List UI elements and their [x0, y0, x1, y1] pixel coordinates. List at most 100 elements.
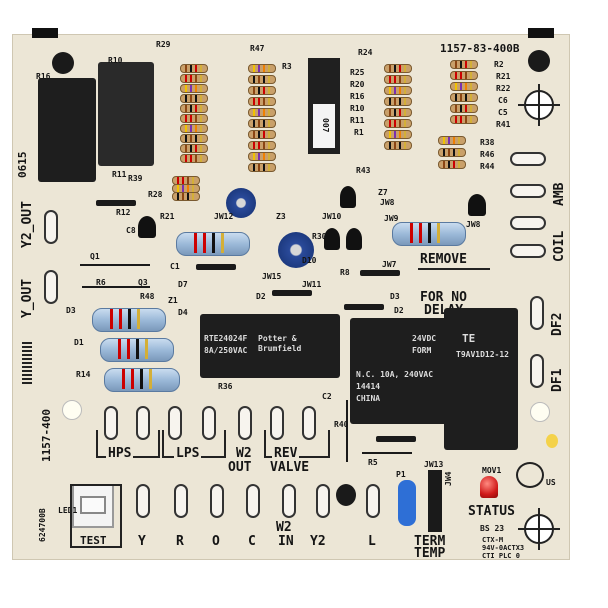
ref-r36: D3	[66, 306, 76, 315]
resistor-band	[458, 149, 460, 156]
ref-c5: C5	[498, 108, 508, 117]
resistor-band	[394, 76, 396, 83]
status-label: STATUS	[468, 504, 515, 519]
y2-terminal[interactable]	[316, 484, 330, 518]
resistor-band	[263, 98, 265, 105]
w2-in-terminal[interactable]	[282, 484, 296, 518]
lps-terminal-1[interactable]	[168, 406, 182, 440]
resistor-band	[185, 75, 187, 82]
ref-jw4: JW4	[444, 471, 453, 486]
resistor-band	[263, 153, 265, 160]
resistor-band	[136, 339, 139, 359]
resistor-band	[190, 135, 192, 142]
relay-k2-line3: Brumfield	[258, 344, 302, 353]
resistor-band	[195, 85, 197, 92]
diode-d5	[196, 264, 236, 270]
transistor-q3	[324, 228, 340, 250]
rev-label: REV	[272, 446, 300, 461]
resistor-band	[253, 65, 255, 72]
ref-k3: R11	[112, 170, 127, 179]
resistor-band	[258, 142, 260, 149]
ul-code-1: CTX-M	[482, 536, 504, 544]
c-terminal[interactable]	[246, 484, 260, 518]
lps-terminal-2[interactable]	[202, 406, 216, 440]
resistor-band	[195, 125, 197, 132]
ref-r30: JW9	[384, 214, 399, 223]
resistor-band	[389, 120, 391, 127]
y2-out-label: Y2_OUT	[20, 201, 35, 248]
rev-valve-terminal-2[interactable]	[302, 406, 316, 440]
resistor-band	[455, 105, 457, 112]
rev-valve-terminal-1[interactable]	[270, 406, 284, 440]
y2-out-terminal[interactable]	[44, 210, 58, 244]
ref-r20: R20	[350, 80, 365, 89]
resistor-band	[128, 309, 131, 329]
resistor	[248, 64, 276, 73]
y-terminal[interactable]	[136, 484, 150, 518]
resistor	[248, 86, 276, 95]
resistor	[180, 134, 208, 143]
ref-c1: R30	[312, 232, 327, 241]
df2-terminal[interactable]	[530, 296, 544, 330]
resistor-band	[404, 142, 406, 149]
resistor-band	[253, 153, 255, 160]
ref-d2: JW7	[382, 260, 397, 269]
ref-r22: R22	[496, 84, 511, 93]
l-terminal[interactable]	[366, 484, 380, 518]
valve-label: VALVE	[270, 460, 310, 475]
y-out-terminal[interactable]	[44, 270, 58, 304]
r-terminal[interactable]	[174, 484, 188, 518]
resistor-band	[200, 115, 202, 122]
resistor-band	[258, 164, 260, 171]
w2-out-terminal[interactable]	[238, 406, 252, 440]
term-label: TERM	[414, 534, 446, 549]
resistor-band	[460, 72, 462, 79]
resistor-band	[394, 65, 396, 72]
ref-c6: C6	[498, 96, 508, 105]
mounting-hole	[52, 52, 74, 74]
amb-terminal-2[interactable]	[510, 184, 546, 198]
resistor-band	[182, 177, 184, 184]
resistor-band	[453, 161, 455, 168]
resistor	[384, 108, 412, 117]
resistor-band	[185, 145, 187, 152]
relay-k1-voltage: 24VDC	[412, 334, 437, 343]
resistor-band	[131, 369, 134, 389]
resistor-band	[437, 223, 440, 243]
ref-r6: R8	[340, 268, 350, 277]
df1-terminal[interactable]	[530, 354, 544, 388]
header-p1[interactable]	[428, 470, 442, 532]
resistor-band	[394, 109, 396, 116]
hps-terminal-1[interactable]	[104, 406, 118, 440]
resistor-band	[185, 135, 187, 142]
resistor-band	[263, 131, 265, 138]
ref-d1: D2	[394, 306, 404, 315]
amb-terminal-1[interactable]	[510, 152, 546, 166]
resistor-band	[263, 164, 265, 171]
ref-r29: R29	[156, 40, 171, 49]
resistor-band	[419, 223, 422, 243]
resistor-band	[394, 98, 396, 105]
resistor-band	[404, 98, 406, 105]
ref-jw13: R5	[368, 458, 378, 467]
resistor-band	[187, 193, 189, 200]
resistor-band	[404, 87, 406, 94]
hps-terminal-2[interactable]	[136, 406, 150, 440]
resistor-band	[119, 309, 122, 329]
resistor-band	[399, 76, 401, 83]
resistor	[180, 124, 208, 133]
resistor-band	[195, 135, 197, 142]
coil-terminal-2[interactable]	[510, 244, 546, 258]
o-terminal[interactable]	[210, 484, 224, 518]
resistor-band	[453, 137, 455, 144]
coil-terminal-1[interactable]	[510, 216, 546, 230]
resistor-band	[428, 223, 431, 243]
resistor-band	[399, 120, 401, 127]
c-label: C	[248, 534, 256, 549]
resistor-band	[187, 177, 189, 184]
ul-code-2: 94V-0ACTX3	[482, 544, 525, 552]
resistor-band	[258, 120, 260, 127]
resistor	[450, 71, 478, 80]
resistor-band	[200, 65, 202, 72]
resistor-band	[389, 109, 391, 116]
